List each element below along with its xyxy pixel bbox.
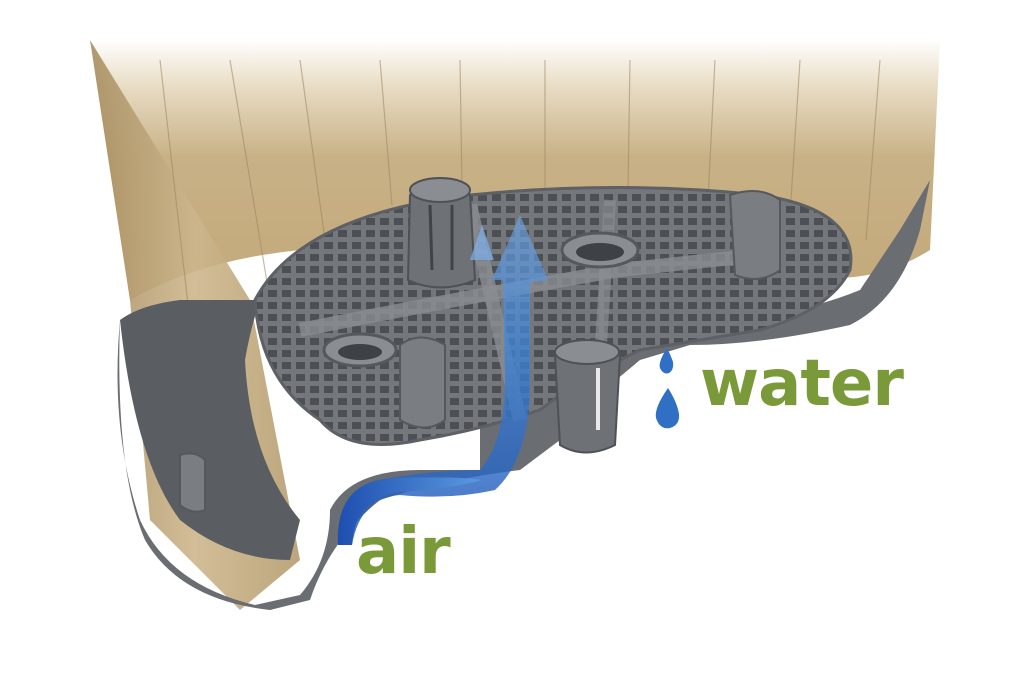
air-arrow-icon <box>337 215 548 545</box>
wick-pillar-front <box>553 339 622 454</box>
wick-pillar-back <box>406 177 477 289</box>
water-label: water <box>700 347 904 421</box>
air-label: air <box>356 515 451 589</box>
water-drop-icon <box>655 348 680 429</box>
